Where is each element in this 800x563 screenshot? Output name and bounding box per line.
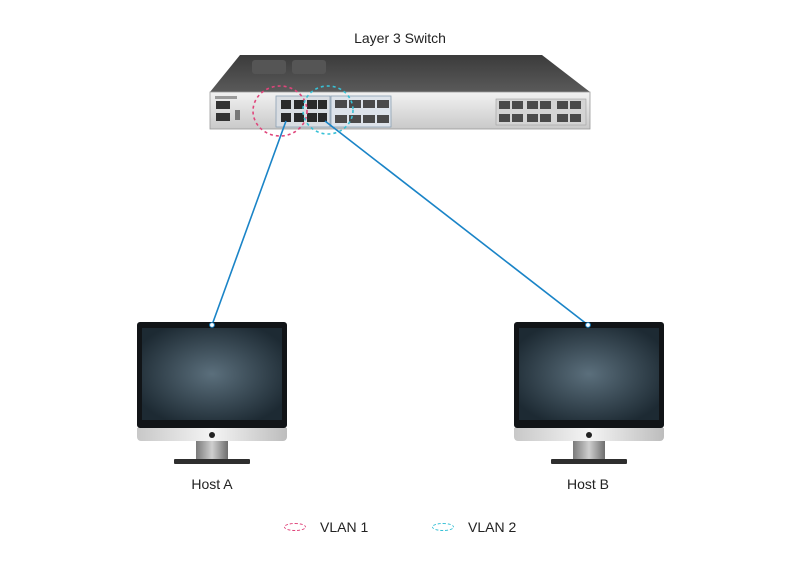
vlan1-legend-swatch: [284, 523, 306, 531]
layer3-switch: [209, 55, 591, 130]
legend-vlan1-label: VLAN 1: [320, 519, 369, 535]
legend-vlan2: VLAN 2: [432, 519, 516, 535]
switch-sfp-ports-right: [495, 98, 587, 126]
vlan2-port-marker: [302, 85, 354, 135]
switch-sfp-ports-left: [330, 95, 392, 128]
host-a-computer: [137, 322, 287, 464]
host-a-port-dot: [209, 322, 215, 328]
switch-label: Layer 3 Switch: [354, 30, 446, 46]
switch-management-ports: [215, 96, 240, 121]
host-b-computer: [514, 322, 664, 464]
switch-top-vent: [252, 60, 286, 74]
legend-vlan2-label: VLAN 2: [468, 519, 517, 535]
legend-vlan1: VLAN 1: [284, 519, 368, 535]
vlan1-port-marker: [252, 85, 308, 137]
host-a-label: Host A: [191, 476, 233, 492]
link-host-a: [211, 120, 287, 326]
host-a-screen: [142, 328, 282, 420]
switch-top-vent: [292, 60, 326, 74]
link-host-b: [324, 120, 589, 326]
vlan2-legend-swatch: [432, 523, 454, 531]
host-b-screen: [519, 328, 659, 420]
host-b-label: Host B: [566, 476, 610, 492]
host-b-port-dot: [585, 322, 591, 328]
